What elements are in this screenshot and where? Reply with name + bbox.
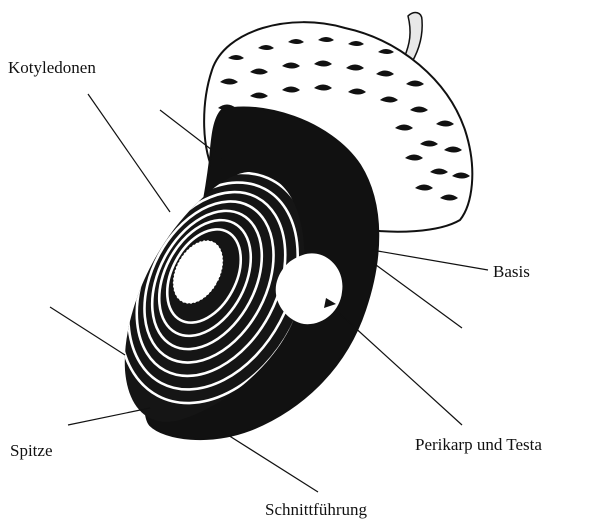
label-perikarp-und-testa: Perikarp und Testa (415, 435, 542, 455)
label-schnittfuehrung: Schnittführung (265, 500, 367, 520)
label-kotyledonen: Kotyledonen (8, 58, 96, 78)
label-spitze: Spitze (10, 441, 53, 461)
label-basis: Basis (493, 262, 530, 282)
